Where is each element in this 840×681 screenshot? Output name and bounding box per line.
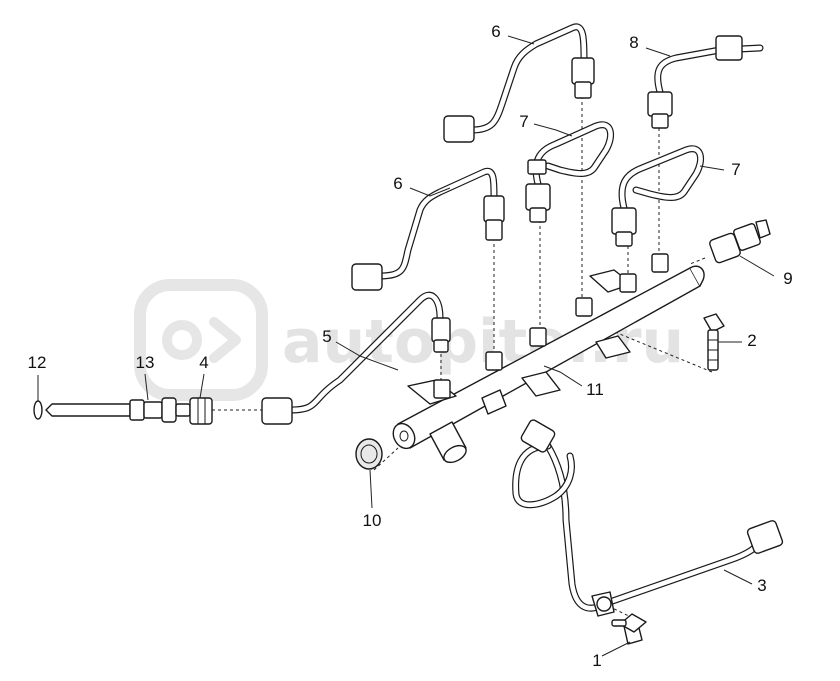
callout-9: 9 [783, 269, 792, 288]
bolt-1 [611, 613, 647, 645]
callout-6-upper: 6 [491, 22, 500, 41]
callout-7-left: 7 [519, 112, 528, 131]
leader-lines [37, 35, 775, 657]
injector-body [45, 403, 131, 417]
callout-3: 3 [757, 576, 766, 595]
pipe-7-right [611, 145, 705, 247]
callout-13: 13 [136, 353, 155, 372]
pipe-8 [647, 35, 764, 129]
fuel-rail [392, 253, 705, 464]
callout-1: 1 [592, 651, 601, 670]
o-ring-12 [33, 400, 43, 420]
pipe-6-upper [443, 23, 595, 143]
pressure-sensor-9 [709, 219, 771, 264]
pipe-7-left [525, 121, 615, 223]
callout-2: 2 [747, 331, 756, 350]
autopiter-logo-icon [134, 279, 268, 401]
pipe-3 [512, 419, 784, 617]
callout-11: 11 [586, 380, 604, 399]
pipe-6-lower [351, 167, 505, 291]
callout-12: 12 [28, 353, 47, 372]
callout-10: 10 [363, 511, 382, 530]
callout-4: 4 [199, 353, 208, 372]
pipe-5 [261, 291, 451, 425]
callout-5: 5 [322, 327, 331, 346]
callout-8: 8 [629, 33, 638, 52]
bolt-2 [703, 313, 725, 371]
fitting-4 [189, 397, 213, 425]
plug-10 [355, 438, 383, 470]
injector-assembly [33, 397, 213, 425]
callout-7-right: 7 [731, 160, 740, 179]
callout-6-lower: 6 [393, 174, 402, 193]
callout-labels: 1 2 3 4 5 6 6 7 7 8 9 10 11 12 13 [28, 22, 793, 670]
